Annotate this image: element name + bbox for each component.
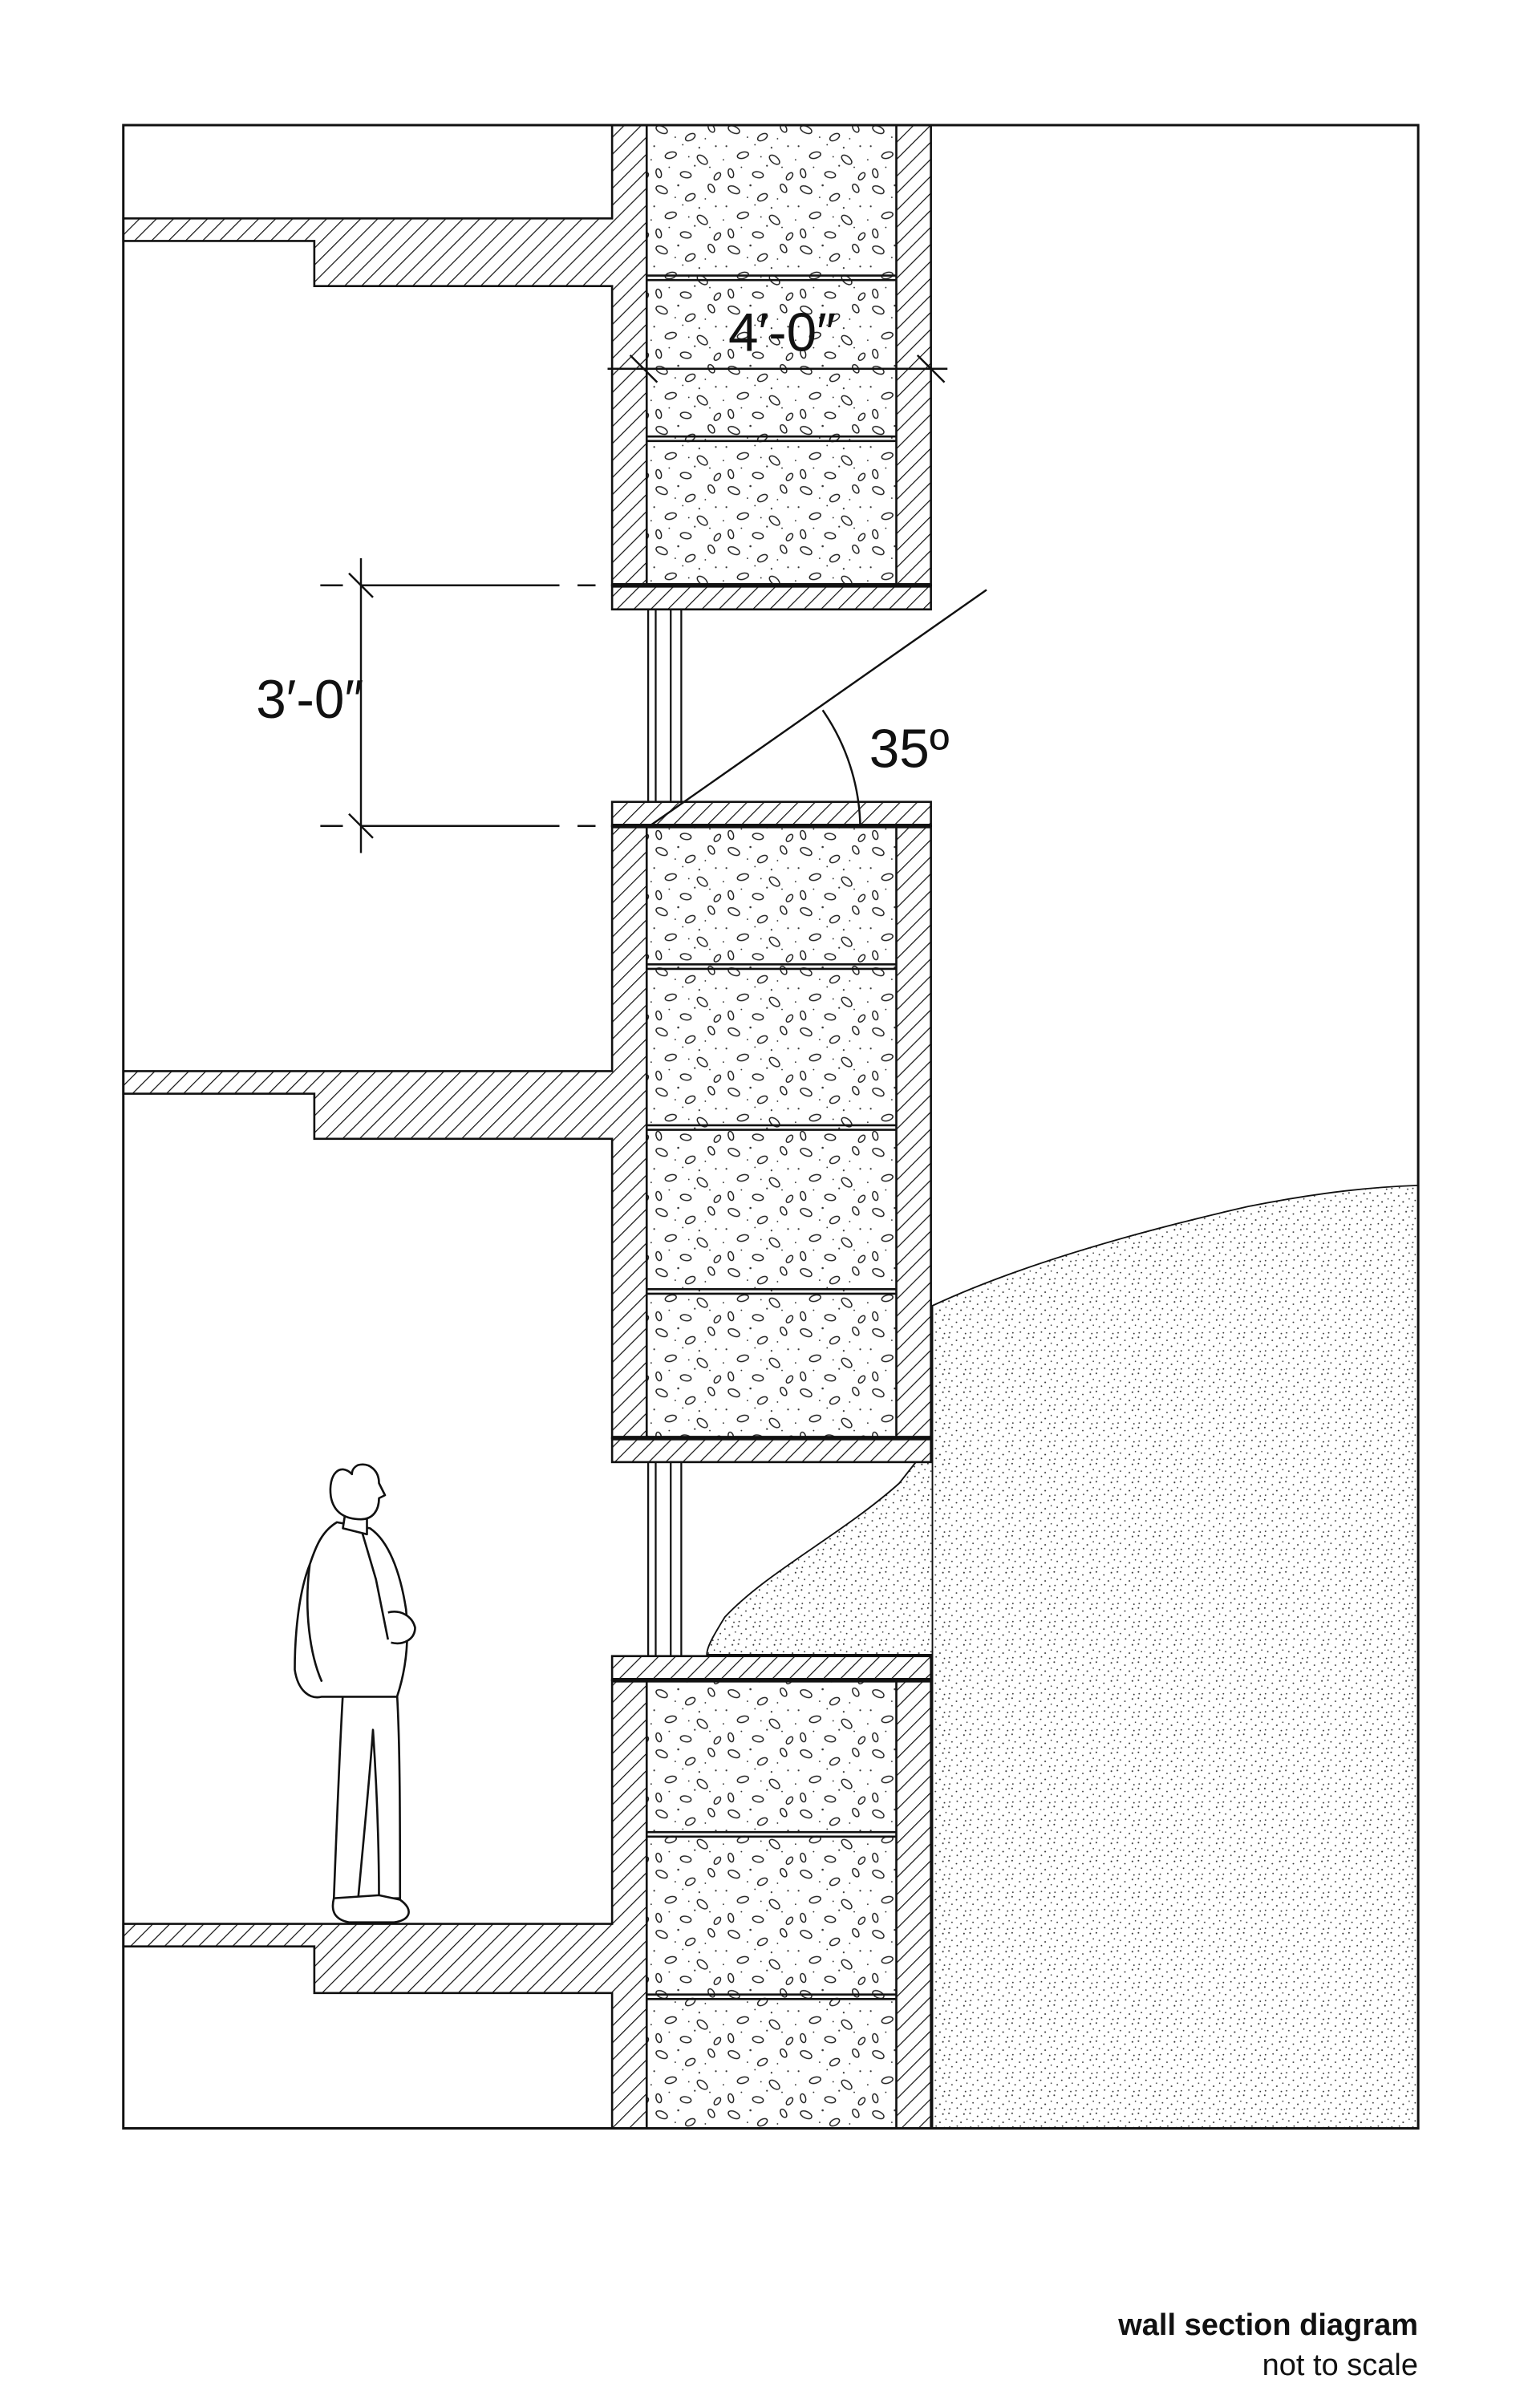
diagram-subtitle: not to scale	[1262, 2349, 1418, 2382]
outer-wall-middle	[895, 825, 932, 1440]
middle-floor-slab	[122, 825, 648, 1440]
window-head-lower	[610, 1437, 932, 1464]
diagram-title: wall section diagram	[1118, 2308, 1418, 2342]
wall-thickness-label: 4′-0″	[728, 302, 836, 363]
wall-thickness-dimension	[607, 355, 948, 383]
window-height-label: 3′-0″	[256, 670, 363, 730]
outer-wall-upper	[895, 124, 932, 587]
concrete-joints	[646, 274, 897, 2000]
person-figure	[294, 1463, 416, 1923]
window-height-dimension	[320, 558, 596, 853]
angle-label: 35º	[869, 719, 950, 780]
window-glazing	[647, 609, 683, 1656]
concrete-fill	[646, 125, 897, 2129]
window-sill-lower	[610, 1655, 932, 1682]
sun-angle-indicator	[649, 589, 987, 827]
window-sill-upper	[610, 800, 932, 828]
outer-wall-lower	[895, 1679, 932, 2130]
hatched-structure	[122, 124, 932, 2130]
upper-floor-slab	[122, 124, 648, 587]
window-head-upper	[610, 584, 932, 611]
earth-fill	[706, 1184, 1420, 2130]
drawing-border	[122, 124, 1420, 2130]
